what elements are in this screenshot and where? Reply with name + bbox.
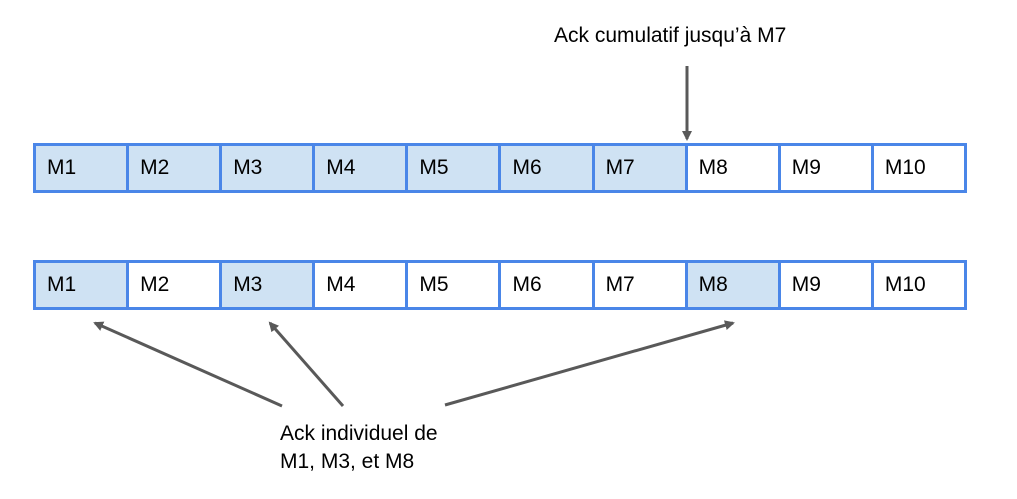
message-cell-m2: M2: [126, 260, 220, 310]
message-cell-m1: M1: [33, 260, 127, 310]
message-cell-m7: M7: [591, 260, 685, 310]
message-cell-m6: M6: [498, 260, 592, 310]
message-cell-m5: M5: [405, 260, 499, 310]
message-cell-m1: M1: [33, 143, 127, 193]
individual-ack-arrow-m3: [268, 321, 345, 407]
message-cell-m8: M8: [684, 143, 778, 193]
message-cell-m10: M10: [870, 143, 967, 193]
individual-ack-arrow-m1: [93, 321, 283, 408]
message-cell-m6: M6: [498, 143, 592, 193]
cumulative-ack-label: Ack cumulatif jusqu’à M7: [554, 24, 787, 47]
message-cell-m4: M4: [312, 260, 406, 310]
message-cell-m4: M4: [312, 143, 406, 193]
message-cell-m3: M3: [219, 143, 313, 193]
message-cell-m9: M9: [777, 143, 871, 193]
individual-ack-arrow-m8: [444, 320, 735, 407]
message-cell-m5: M5: [405, 143, 499, 193]
individual-ack-label-line1: Ack individuel de: [280, 422, 438, 445]
individual-ack-label-line2: M1, M3, et M8: [280, 450, 415, 473]
individual-ack-label: Ack individuel de M1, M3, et M8: [280, 420, 438, 476]
message-cell-m8: M8: [684, 260, 778, 310]
message-cell-m7: M7: [591, 143, 685, 193]
message-cell-m9: M9: [777, 260, 871, 310]
message-cell-m3: M3: [219, 260, 313, 310]
message-cell-m10: M10: [870, 260, 967, 310]
message-cell-m2: M2: [126, 143, 220, 193]
